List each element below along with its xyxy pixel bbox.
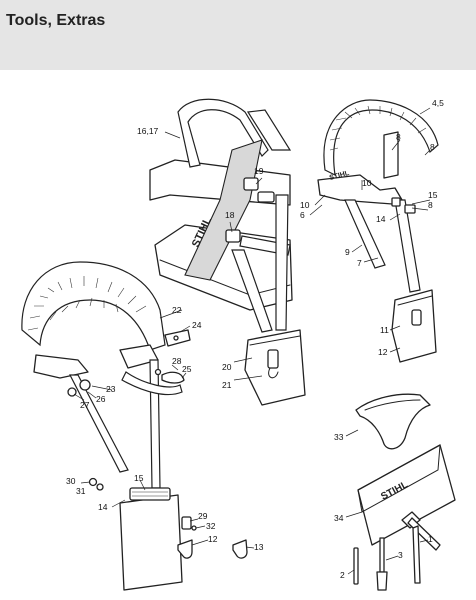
callout-25: 25 [182,364,192,374]
callout-10-a: 10 [362,178,372,188]
header-band: Tools, Extras [0,0,476,70]
callout-32: 32 [206,521,216,531]
callout-20: 20 [222,362,232,372]
callout-34: 34 [334,513,344,523]
callout-1: 1 [428,534,433,544]
callout-4-5: 4,5 [432,98,444,108]
callout-31: 31 [76,486,86,496]
leader-lines [73,107,431,575]
parts-diagram: STIHL STIHL [21,98,456,591]
harness-16-17: STIHL [149,98,306,406]
callout-22: 22 [172,305,182,315]
callout-15-a: 15 [428,190,438,200]
callout-21: 21 [222,380,232,390]
callout-12-b: 12 [208,534,218,544]
harness-4-5: STIHL [317,99,439,363]
callout-27: 27 [80,400,90,410]
callout-30: 30 [66,476,76,486]
page-title: Tools, Extras [6,12,106,29]
callout-18: 18 [225,210,235,220]
callout-14-b: 14 [98,502,108,512]
callout-26: 26 [96,394,106,404]
callout-19: 19 [254,166,264,176]
callout-10-b: 10 [300,200,310,210]
callout-13: 13 [254,542,264,552]
callout-15-b: 15 [134,473,144,483]
callout-11: 11 [380,325,389,335]
callout-labels: 16,17 19 18 20 21 4,5 8 8 8 15 10 10 6 1… [66,98,444,580]
callout-3: 3 [398,550,403,560]
callout-16-17: 16,17 [137,126,159,136]
callout-33: 33 [334,432,344,442]
callout-2: 2 [340,570,345,580]
callout-14-a: 14 [376,214,386,224]
callout-24: 24 [192,320,202,330]
small-parts: STIHL [88,329,456,591]
callout-29: 29 [198,511,208,521]
callout-23: 23 [106,384,116,394]
callout-8-c: 8 [428,200,433,210]
callout-9: 9 [345,247,350,257]
full-harness-22 [21,261,185,591]
callout-7: 7 [357,258,362,268]
callout-28: 28 [172,356,182,366]
callout-8-b: 8 [430,142,435,152]
callout-6: 6 [300,210,305,220]
callout-8-a: 8 [396,132,401,142]
callout-12-a: 12 [378,347,388,357]
